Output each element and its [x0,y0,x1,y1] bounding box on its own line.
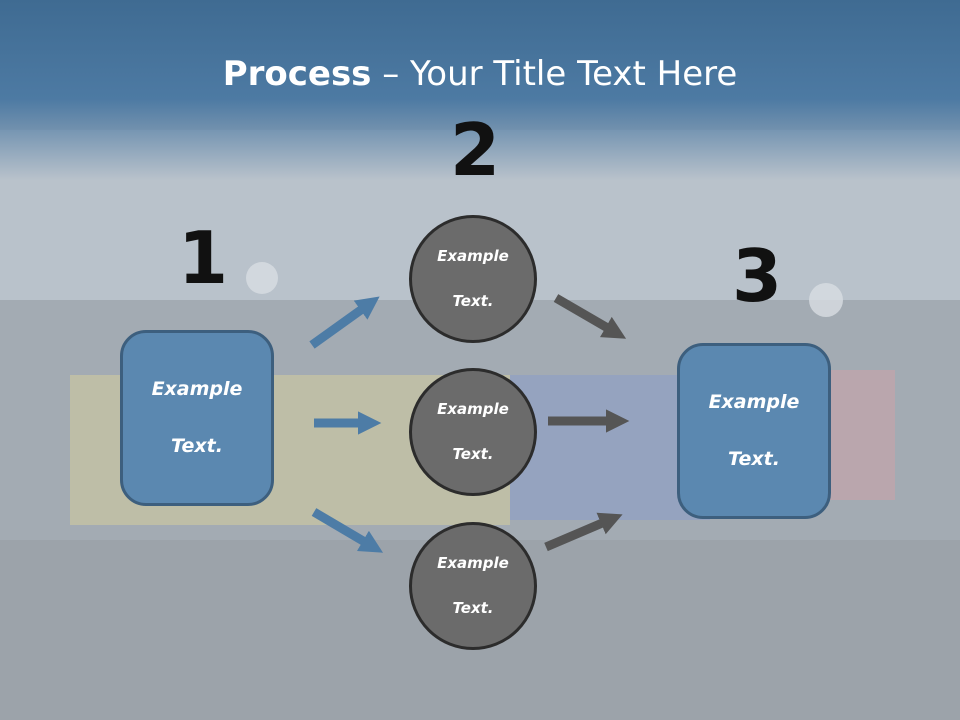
circle-top-line2: Text. [452,292,494,311]
arrow-box-to-circle-bottom [311,508,384,553]
circle-top-line1: Example [437,247,509,266]
left-box-line1: Example [151,378,243,401]
circle-bottom-line2: Text. [452,599,494,618]
title-band [0,0,960,180]
left-box-line2: Text. [171,435,223,458]
step-number-2: 2 [450,108,501,192]
circle-middle-line1: Example [437,400,509,419]
title-rest: – Your Title Text Here [371,54,738,94]
step-number-1: 1 [178,216,229,300]
circle-middle-line2: Text. [452,445,494,464]
right-box-line1: Example [708,391,800,414]
arrow-box-to-circle-top [309,296,380,349]
title-bold: Process [222,54,372,94]
circle-bottom-line1: Example [437,554,509,573]
right-box-line2: Text. [728,448,780,471]
arrow-circle-top-to-box [553,294,627,339]
step-number-3: 3 [732,234,783,318]
slide-title: Process – Your Title Text Here [0,54,960,94]
arrow-circle-bottom-to-box [544,512,623,552]
